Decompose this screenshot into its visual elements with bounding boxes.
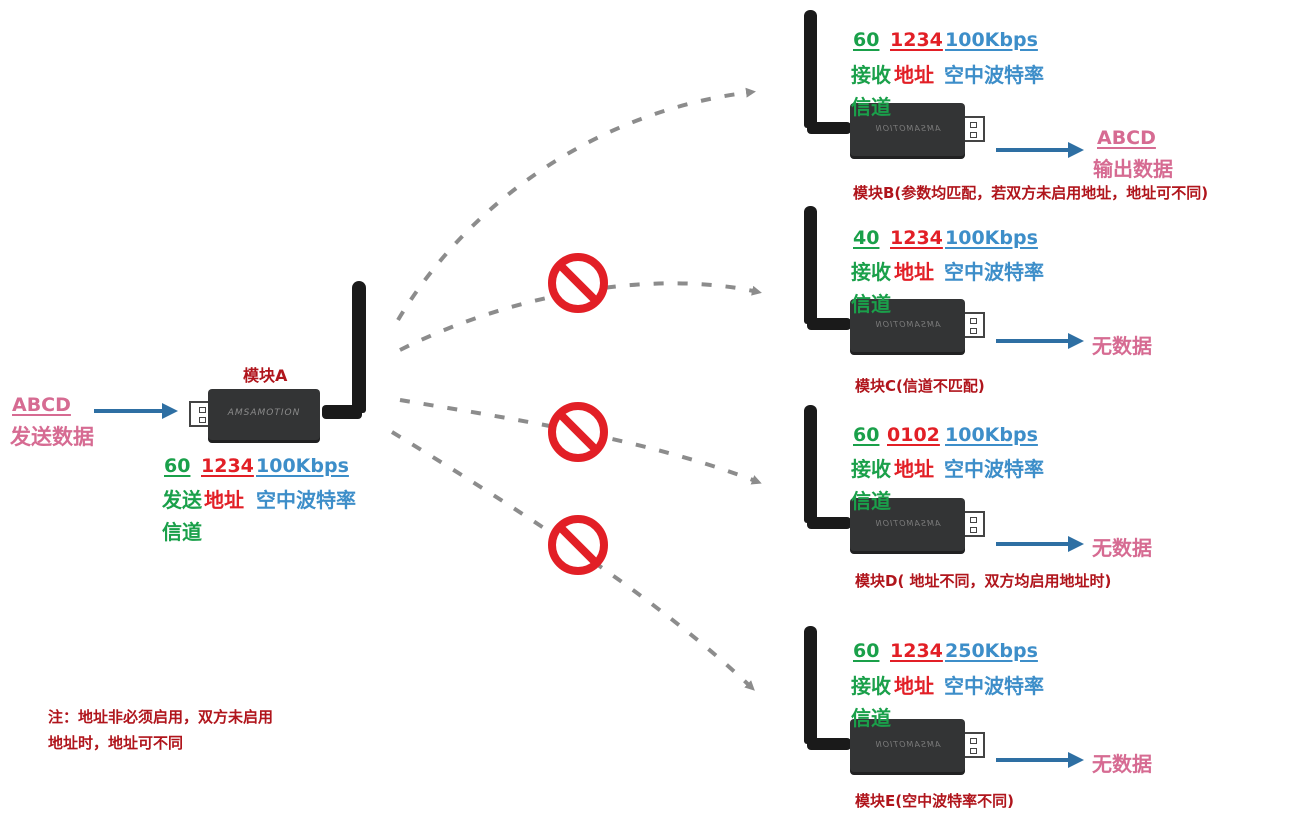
source-data: ABCD	[12, 394, 71, 416]
module-a-body: AMSAMOTION	[208, 389, 320, 443]
module-c-body: AMSAMOTION	[850, 299, 965, 355]
prohibited-icon	[548, 402, 608, 462]
module-a-channel: 60	[164, 455, 191, 477]
module-d-label-address: 地址	[894, 457, 934, 481]
note-line-1: 注：地址非必须启用，双方未启用	[48, 708, 274, 726]
module-c-caption: 模块C(信道不匹配)	[855, 377, 985, 395]
module-c-output: 无数据	[1092, 334, 1152, 358]
module-b-output-label: 输出数据	[1093, 157, 1173, 181]
module-a-antenna	[352, 281, 366, 413]
module-d-body: AMSAMOTION	[850, 498, 965, 554]
module-a-title: 模块A	[243, 366, 288, 385]
module-c-label-rate: 空中波特率	[944, 260, 1044, 284]
module-d-output: 无数据	[1092, 536, 1152, 560]
module-e-antenna	[804, 626, 817, 744]
module-e-body: AMSAMOTION	[850, 719, 965, 775]
module-d-antenna	[804, 405, 817, 523]
module-e-output: 无数据	[1092, 752, 1152, 776]
module-d-usb-connector	[965, 511, 985, 537]
module-b-label-channel: 信道	[851, 95, 891, 119]
module-e-channel: 60	[853, 640, 880, 662]
module-b-address: 1234	[890, 29, 943, 51]
module-b-label-recv: 接收	[851, 63, 891, 87]
module-b-rate: 100Kbps	[945, 29, 1038, 51]
module-b-caption: 模块B(参数均匹配，若双方未启用地址，地址可不同)	[853, 184, 1209, 202]
module-d-label-recv: 接收	[851, 457, 891, 481]
module-e-rate: 250Kbps	[945, 640, 1038, 662]
module-c-channel: 40	[853, 227, 880, 249]
module-a-address: 1234	[201, 455, 254, 477]
source-label: 发送数据	[10, 425, 94, 449]
prohibited-icon	[548, 515, 608, 575]
module-b-usb-connector	[965, 116, 985, 142]
module-d-address: 0102	[887, 424, 940, 446]
signal-path-e	[390, 430, 755, 691]
module-a-rate: 100Kbps	[256, 455, 349, 477]
module-b-label-rate: 空中波特率	[944, 63, 1044, 87]
module-e-label-channel: 信道	[851, 706, 891, 730]
module-e-caption: 模块E(空中波特率不同)	[855, 792, 1014, 810]
module-b-antenna	[804, 10, 817, 128]
module-e-label-recv: 接收	[851, 674, 891, 698]
module-a-label-channel: 信道	[162, 520, 202, 544]
module-d-rate: 100Kbps	[945, 424, 1038, 446]
prohibited-icon	[548, 253, 608, 313]
module-c-device: AMSAMOTION	[804, 206, 985, 356]
module-b-label-address: 地址	[894, 63, 934, 87]
module-b-output-data: ABCD	[1097, 127, 1156, 149]
module-a-brand: AMSAMOTION	[227, 408, 301, 418]
module-d-label-channel: 信道	[851, 489, 891, 513]
module-a-usb-connector	[189, 401, 209, 427]
module-d-channel: 60	[853, 424, 880, 446]
module-e-usb-connector	[965, 732, 985, 758]
module-a-label-send: 发送	[162, 488, 202, 512]
module-c-address: 1234	[890, 227, 943, 249]
module-c-rate: 100Kbps	[945, 227, 1038, 249]
module-c-label-channel: 信道	[851, 292, 891, 316]
module-e-label-address: 地址	[894, 674, 934, 698]
note-line-2: 地址时，地址可不同	[48, 734, 184, 752]
signal-path-b	[396, 87, 756, 322]
module-c-label-recv: 接收	[851, 260, 891, 284]
module-a-label-rate: 空中波特率	[256, 488, 356, 512]
module-c-antenna	[804, 206, 817, 324]
module-d-label-rate: 空中波特率	[944, 457, 1044, 481]
module-e-device: AMSAMOTION	[804, 626, 985, 776]
module-c-usb-connector	[965, 312, 985, 338]
module-d-device: AMSAMOTION	[804, 405, 985, 555]
module-e-address: 1234	[890, 640, 943, 662]
module-b-channel: 60	[853, 29, 880, 51]
module-b-device: AMSAMOTION	[804, 10, 985, 160]
module-e-label-rate: 空中波特率	[944, 674, 1044, 698]
module-c-label-address: 地址	[894, 260, 934, 284]
module-b-body: AMSAMOTION	[850, 103, 965, 159]
module-d-caption: 模块D( 地址不同，双方均启用地址时)	[855, 572, 1112, 590]
module-a-label-address: 地址	[204, 488, 244, 512]
signal-path-d	[399, 398, 762, 485]
